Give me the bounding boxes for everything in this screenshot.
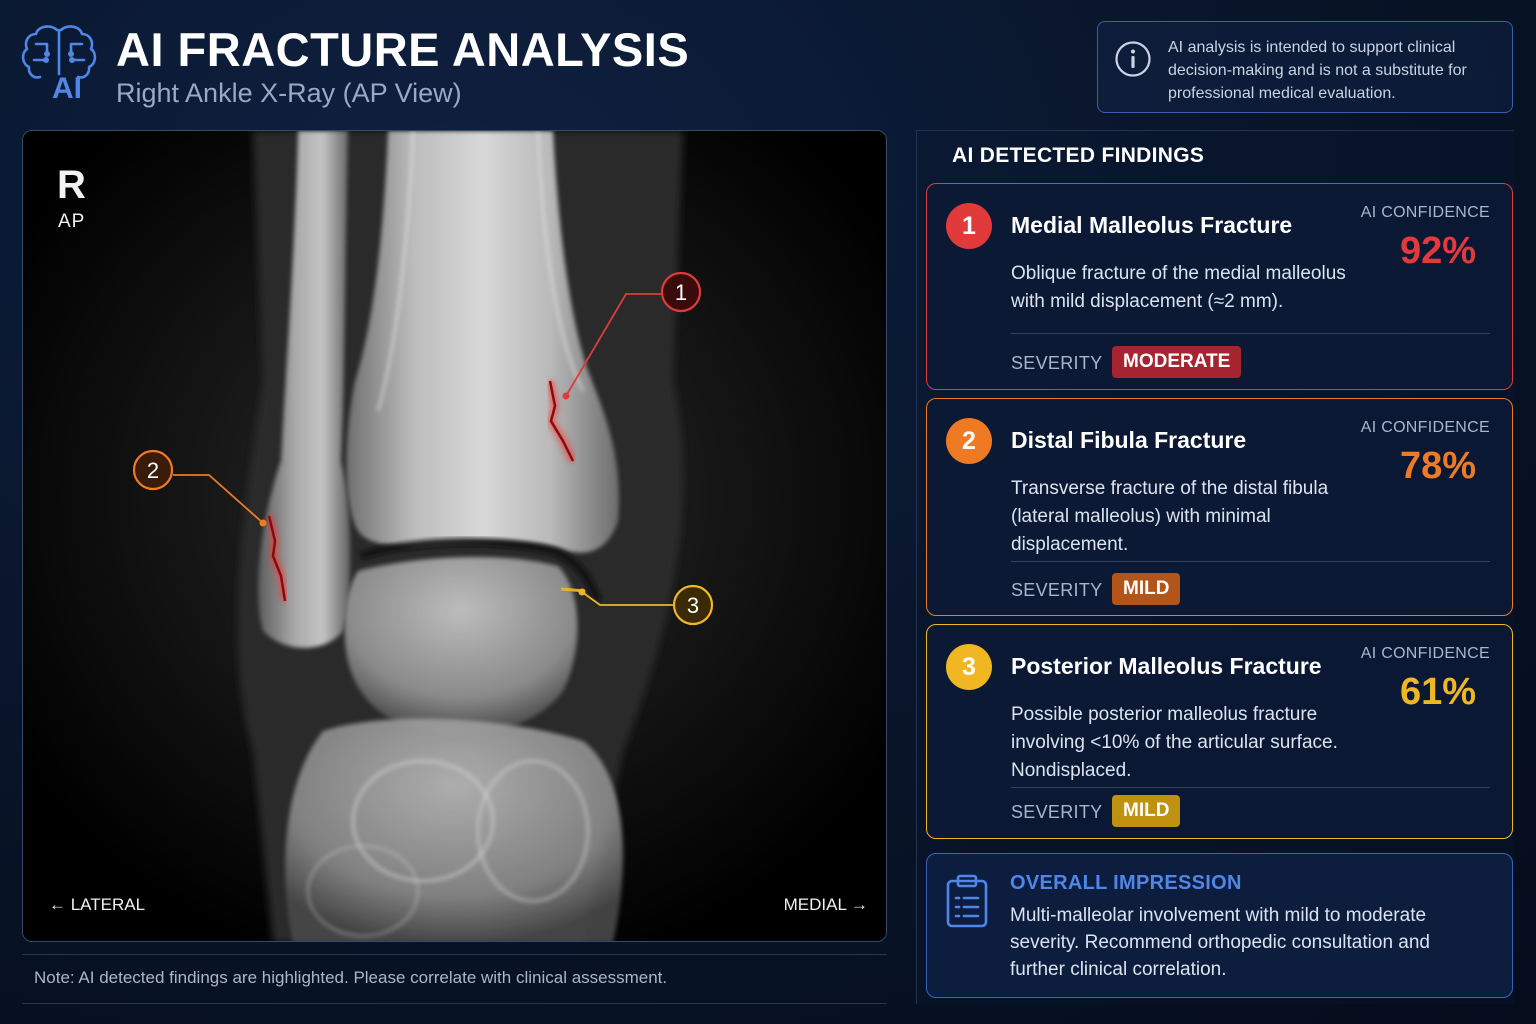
disclaimer-box: AI analysis is intended to support clini… bbox=[1097, 21, 1513, 113]
impression-title: OVERALL IMPRESSION bbox=[1010, 872, 1242, 894]
brain-circuit-icon bbox=[21, 25, 97, 79]
confidence-value: 61% bbox=[1399, 671, 1476, 713]
divider bbox=[1011, 333, 1490, 334]
confidence-value: 92% bbox=[1399, 230, 1476, 272]
xray-note: Note: AI detected findings are highlight… bbox=[34, 968, 668, 987]
confidence-label: AI CONFIDENCE bbox=[1360, 419, 1490, 436]
finding-number-badge: 1 bbox=[946, 203, 992, 249]
confidence-label: AI CONFIDENCE bbox=[1360, 204, 1490, 221]
disclaimer-text: AI analysis is intended to support clini… bbox=[1168, 39, 1467, 102]
confidence-value: 78% bbox=[1399, 445, 1476, 487]
confidence-label: AI CONFIDENCE bbox=[1360, 645, 1490, 662]
divider bbox=[1011, 561, 1490, 562]
overall-impression-box: OVERALL IMPRESSION Multi-malleolar invol… bbox=[926, 853, 1513, 998]
page-title: AI FRACTURE ANALYSIS bbox=[116, 23, 690, 76]
finding-card-3[interactable]: 3 Posterior Malleolus Fracture AI CONFID… bbox=[926, 624, 1513, 839]
divider bbox=[22, 954, 887, 955]
callout-3[interactable]: 3 bbox=[687, 593, 699, 618]
page-subtitle: Right Ankle X-Ray (AP View) bbox=[116, 78, 462, 108]
finding-number-badge: 3 bbox=[946, 644, 992, 690]
finding-number-badge: 2 bbox=[946, 418, 992, 464]
finding-card-1[interactable]: 1 Medial Malleolus Fracture AI CONFIDENC… bbox=[926, 183, 1513, 390]
side-marker: R bbox=[57, 163, 86, 207]
finding-title: Posterior Malleolus Fracture bbox=[1011, 653, 1322, 679]
lateral-direction-label: ← LATERAL bbox=[49, 895, 146, 914]
divider bbox=[1011, 787, 1490, 788]
callout-1[interactable]: 1 bbox=[675, 280, 687, 305]
finding-card-2[interactable]: 2 Distal Fibula Fracture AI CONFIDENCE 7… bbox=[926, 398, 1513, 616]
xray-image: 1 2 3 bbox=[23, 131, 886, 941]
finding-title: Medial Malleolus Fracture bbox=[1011, 212, 1293, 238]
finding-description: Possible posterior malleolus fracture in… bbox=[1011, 704, 1338, 781]
view-marker: AP bbox=[58, 211, 86, 232]
severity-badge: MILD bbox=[1112, 573, 1181, 605]
medial-direction-label: MEDIAL → bbox=[783, 895, 868, 914]
finding-description: Transverse fracture of the distal fibula… bbox=[1011, 478, 1329, 555]
findings-heading: AI DETECTED FINDINGS bbox=[952, 144, 1205, 167]
severity-badge: MODERATE bbox=[1112, 346, 1242, 378]
impression-text: Multi-malleolar involvement with mild to… bbox=[1010, 905, 1430, 980]
severity-badge: MILD bbox=[1112, 795, 1181, 827]
severity-label: SEVERITY bbox=[1011, 580, 1103, 600]
severity-label: SEVERITY bbox=[1011, 802, 1103, 822]
finding-title: Distal Fibula Fracture bbox=[1011, 427, 1247, 453]
finding-description: Oblique fracture of the medial malleolus… bbox=[1011, 263, 1346, 312]
clipboard-icon bbox=[946, 874, 988, 928]
callout-2[interactable]: 2 bbox=[147, 458, 159, 483]
divider bbox=[22, 1003, 887, 1004]
severity-label: SEVERITY bbox=[1011, 353, 1103, 373]
brand-ai-label: AI bbox=[52, 72, 82, 105]
xray-viewer[interactable]: 1 2 3 R AP ← LATERAL MEDIAL → bbox=[22, 130, 887, 942]
info-icon bbox=[1115, 41, 1151, 77]
